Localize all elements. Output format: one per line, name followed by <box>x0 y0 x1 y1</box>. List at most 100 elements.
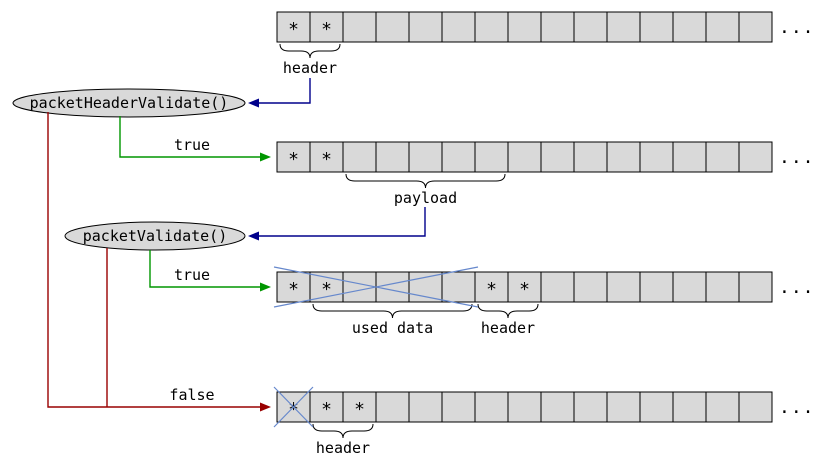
buffer-cell <box>705 11 740 43</box>
packet-validate-node: packetValidate() <box>64 221 246 251</box>
buffer-cell <box>540 141 575 173</box>
buffer-cell <box>639 271 674 303</box>
buffer-cell <box>639 391 674 423</box>
star-marker: * <box>321 149 332 170</box>
buffer-cell <box>639 11 674 43</box>
star-marker: * <box>519 279 530 300</box>
packet-valid-true-edge: true <box>149 250 271 292</box>
star-marker: * <box>354 399 365 420</box>
packet-valid-true-line <box>149 250 261 288</box>
buffer-cell <box>573 391 608 423</box>
buffer-cell <box>705 391 740 423</box>
buffer-cell <box>507 271 542 303</box>
buffer-cell <box>540 271 575 303</box>
buffer-cell <box>342 141 377 173</box>
buffer-cell <box>705 271 740 303</box>
buffer-cell <box>672 271 707 303</box>
buffer-cell <box>573 11 608 43</box>
validate-false-arrowhead <box>260 402 271 412</box>
buffer-cell <box>474 271 509 303</box>
buffer-incoming: * *... header <box>276 11 815 77</box>
packet-valid-true-label: true <box>174 266 210 284</box>
brace <box>477 303 539 319</box>
buffer-cell <box>375 141 410 173</box>
validate-false-line <box>47 112 261 408</box>
star-marker: * <box>288 19 299 40</box>
header-pointer-edge <box>248 78 311 108</box>
ellipsis: ... <box>779 277 815 298</box>
payload-pointer-edge <box>248 207 426 241</box>
header-valid-true-arrowhead <box>260 152 271 162</box>
header-valid-true-line <box>119 116 261 158</box>
buffer-cell <box>738 391 773 423</box>
star-marker: * <box>321 19 332 40</box>
buffer-cell <box>309 11 344 43</box>
brace-label: header <box>316 439 370 457</box>
buffer-cell <box>672 11 707 43</box>
cross-out-mark <box>273 266 479 308</box>
buffer-cell <box>540 11 575 43</box>
buffer-cell <box>672 391 707 423</box>
validate-false-label: false <box>169 386 214 404</box>
header-pointer-line <box>258 78 311 104</box>
buffer-cell <box>474 391 509 423</box>
buffer-cell <box>474 11 509 43</box>
buffer-cell <box>375 391 410 423</box>
packet-header-validate-node: packetHeaderValidate() <box>12 88 246 118</box>
payload-pointer-arrowhead <box>248 231 259 241</box>
buffer-cell <box>276 11 311 43</box>
buffer-cell <box>606 11 641 43</box>
brace-label: payload <box>394 189 457 207</box>
header-pointer-arrowhead <box>248 98 259 108</box>
ellipsis: ... <box>779 17 815 38</box>
buffer-cell <box>507 391 542 423</box>
buffer-cell <box>276 391 311 423</box>
payload-pointer-line <box>258 207 426 237</box>
star-marker: * <box>486 279 497 300</box>
buffer-cell <box>441 391 476 423</box>
buffer-cell <box>342 11 377 43</box>
packet-valid-true-arrowhead <box>260 282 271 292</box>
buffer-cell <box>342 271 377 303</box>
buffer-cell <box>408 11 443 43</box>
buffer-cell <box>375 11 410 43</box>
packet-validate-shape <box>64 221 246 251</box>
header-valid-true-label: true <box>174 136 210 154</box>
buffer-cell <box>474 141 509 173</box>
buffer-cell <box>738 11 773 43</box>
buffer-invalid: ***...header <box>273 386 814 457</box>
buffer-cell <box>441 11 476 43</box>
brace-label: header <box>481 319 535 337</box>
buffer-cell <box>606 391 641 423</box>
buffer-cell <box>276 141 311 173</box>
brace <box>345 173 506 189</box>
buffer-cell <box>639 141 674 173</box>
buffer-cell <box>705 141 740 173</box>
buffer-cell <box>507 11 542 43</box>
packet-validate-label: packetValidate() <box>83 227 228 245</box>
cross-out-mark <box>273 386 314 428</box>
brace <box>312 303 473 319</box>
buffer-cell <box>606 271 641 303</box>
buffer-cell <box>738 271 773 303</box>
buffer-cell <box>573 141 608 173</box>
buffer-cell <box>738 141 773 173</box>
star-marker: * <box>288 399 299 420</box>
packet-header-validate-label: packetHeaderValidate() <box>30 94 229 112</box>
buffer-cell <box>441 141 476 173</box>
buffer-cell <box>540 391 575 423</box>
packet-header-validate-shape <box>12 88 246 118</box>
brace <box>312 423 374 439</box>
brace-label: header <box>283 59 337 77</box>
buffer-cell <box>672 141 707 173</box>
header-valid-true-edge: true <box>119 116 271 162</box>
buffer-header-valid: **...payload <box>276 141 814 207</box>
buffer-cell <box>606 141 641 173</box>
star-marker: * <box>288 279 299 300</box>
buffer-cell <box>507 141 542 173</box>
buffer-cell <box>276 271 311 303</box>
star-marker: * <box>288 149 299 170</box>
